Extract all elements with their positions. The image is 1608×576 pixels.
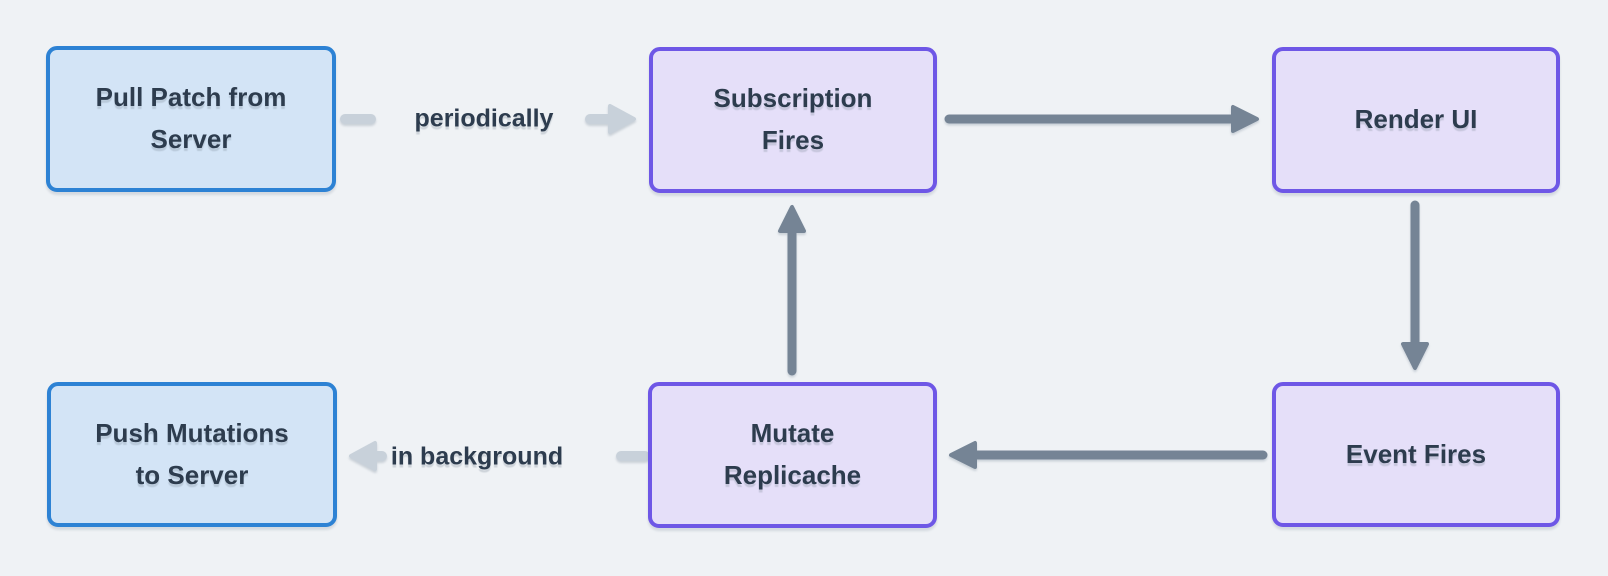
arrow-in-background-to-push [349,441,387,471]
arrow-render-to-event [1401,200,1429,370]
node-push-mutations-to-server: Push Mutations to Server [47,382,337,527]
node-label: Mutate Replicache [723,418,862,490]
node-event-fires: Event Fires [1272,382,1560,527]
edge-label-periodically: periodically [414,104,554,133]
node-label: Event Fires [1345,438,1487,469]
edge-label-in-background: in background [390,442,564,471]
arrow-mutate-to-subscription [778,205,806,376]
node-mutate-replicache: Mutate Replicache [648,382,937,528]
node-label: Subscription Fires [713,83,873,155]
arrow-event-to-mutate [949,441,1268,469]
node-subscription-fires: Subscription Fires [649,47,937,193]
arrow-periodically-to-subscription [585,104,636,134]
node-render-ui: Render UI [1272,47,1560,193]
node-label: Pull Patch from Server [95,82,287,154]
node-label: Push Mutations to Server [95,417,289,490]
node-pull-patch-from-server: Pull Patch from Server [46,46,336,192]
node-label: Render UI [1354,104,1478,135]
arrow-subscription-to-render [944,105,1259,133]
